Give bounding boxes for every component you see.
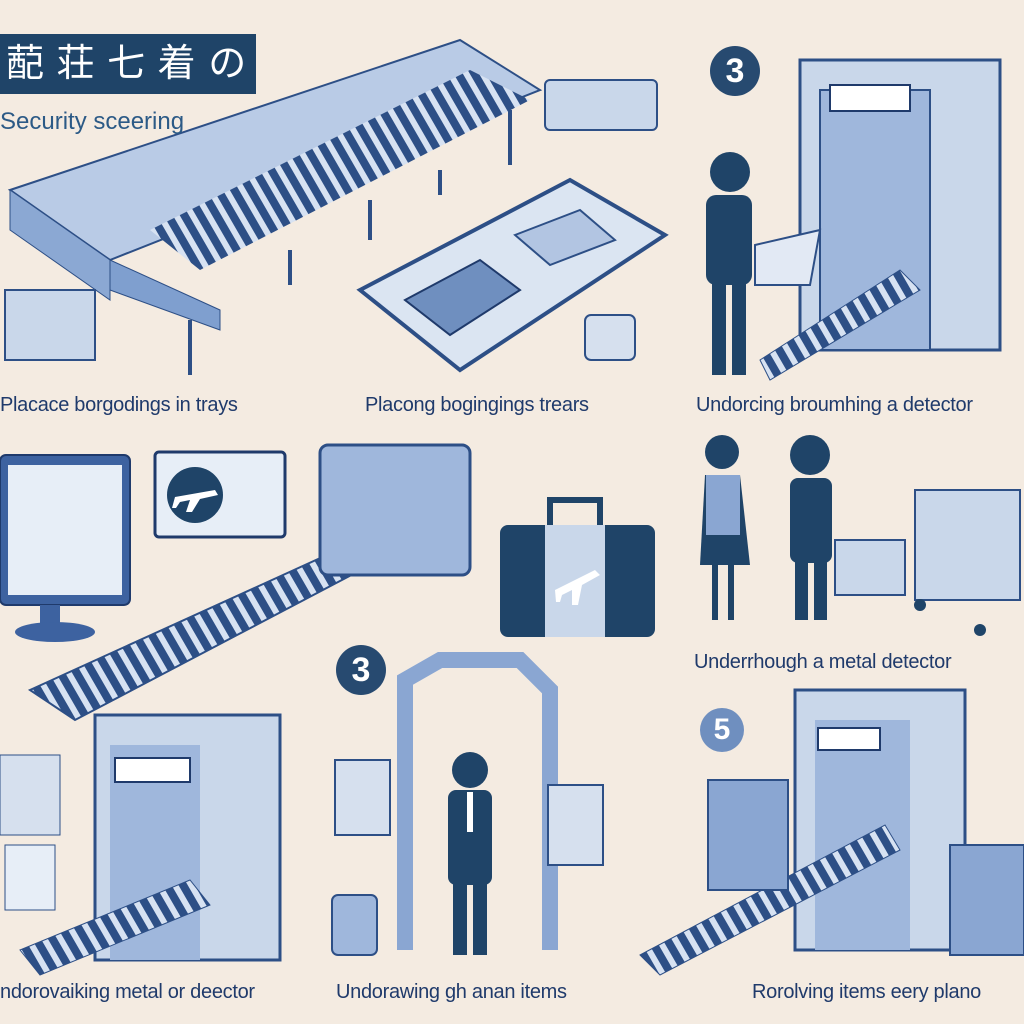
scanner-bottom-right [639,688,1024,976]
step-number-badge: 3 [710,46,760,96]
page-subtitle: Security sceering [0,108,185,135]
step-label: Underrhough a metal detector [694,651,952,673]
flight-sign [153,450,287,539]
scanner-bottom-left [0,713,282,976]
step-number-badge: 3 [336,645,386,695]
people-cart [700,435,1021,636]
airplane-icon [172,490,218,512]
metal-detector-gate [331,652,604,956]
page-title: 蓜 荘 七 着 の [0,34,256,94]
step-label: Rorolving items eery plano [752,981,981,1003]
conveyor-top-left [4,38,543,375]
monitor [0,454,131,642]
step-label: Undorawing gh anan items [336,981,567,1003]
step-label: Placong bogingings trears [365,394,589,416]
tray-illustration [356,79,669,373]
step-number-badge: 5 [700,708,744,752]
scanner-top-right [706,58,1002,381]
xray-machine-middle [27,443,472,722]
step-label: ndorovaiking metal or deector [0,981,255,1003]
airplane-icon [555,570,600,605]
suitcase [500,497,655,637]
step-label: Placace borgodings in trays [0,394,238,416]
step-label: Undorcing broumhing a detector [696,394,973,416]
